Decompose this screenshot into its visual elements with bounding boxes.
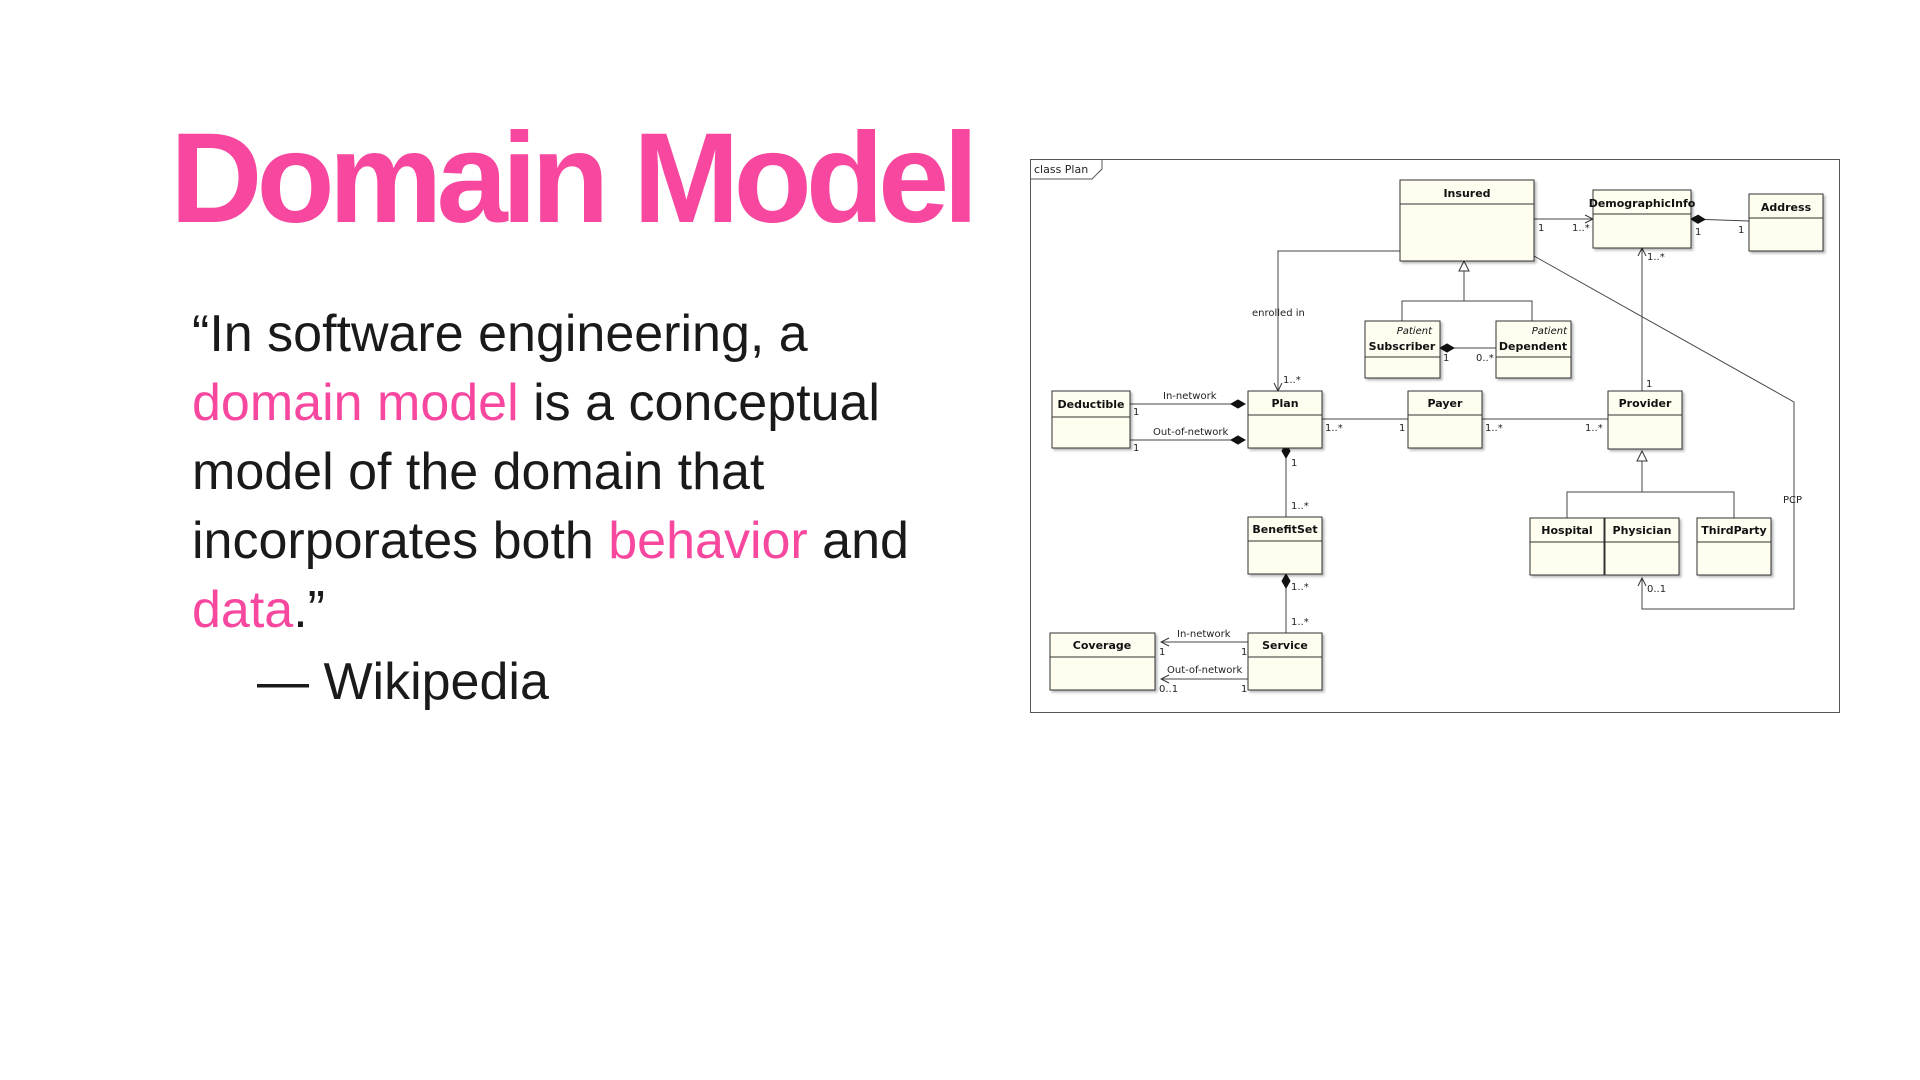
- label-enrolled-in: enrolled in: [1252, 308, 1305, 319]
- class-provider: [1607, 390, 1683, 450]
- label-out-network-deductible: Out-of-network: [1153, 427, 1228, 438]
- class-payer: [1407, 390, 1483, 449]
- class-plan-name: Plan: [1271, 397, 1298, 410]
- mult-bs-svc-2: 1..*: [1291, 617, 1309, 628]
- mult-ins-demo-2: 1..*: [1572, 223, 1590, 234]
- class-dependent-stereotype: Patient: [1532, 326, 1568, 337]
- class-benefitset-name: BenefitSet: [1252, 523, 1317, 536]
- class-deductible-name: Deductible: [1058, 398, 1125, 411]
- class-hospital-name: Hospital: [1541, 524, 1592, 537]
- class-dependent-name: Dependent: [1499, 340, 1567, 353]
- class-provider-name: Provider: [1619, 397, 1672, 410]
- mult-sub-dep-1: 1: [1443, 353, 1449, 364]
- mult-demo-addr-1: 1: [1695, 227, 1701, 238]
- open-quote: “: [192, 305, 210, 363]
- quote-text: “In software engineering, a domain model…: [192, 300, 972, 645]
- class-physician: [1604, 517, 1680, 576]
- mult-payer-prov-2: 1..*: [1585, 423, 1603, 434]
- mult-cov-out: 0..1: [1159, 684, 1178, 695]
- mult-ded-out: 1: [1133, 443, 1139, 454]
- label-in-network-coverage: In-network: [1177, 629, 1231, 640]
- label-out-network-coverage: Out-of-network: [1167, 665, 1242, 676]
- generalization-branch-insured: [1401, 300, 1533, 321]
- quote-part-3: and: [807, 512, 909, 570]
- mult-demo-prov-1: 1..*: [1647, 252, 1665, 263]
- class-coverage: [1049, 632, 1156, 691]
- frame-label: class Plan: [1034, 163, 1088, 176]
- mult-plan-enroll: 1..*: [1283, 375, 1301, 386]
- highlight-domain-model: domain model: [192, 374, 519, 432]
- highlight-data: data: [192, 581, 294, 639]
- class-hospital: [1529, 517, 1605, 576]
- class-thirdparty-name: ThirdParty: [1701, 524, 1766, 537]
- class-address: [1748, 193, 1824, 252]
- mult-svc-out: 1: [1241, 684, 1247, 695]
- mult-ded-in: 1: [1133, 407, 1139, 418]
- quote-part-1: In software engineering, a: [209, 305, 808, 363]
- class-thirdparty: [1696, 517, 1772, 576]
- mult-prov-demo-1: 1: [1646, 379, 1652, 390]
- class-service: [1247, 632, 1323, 691]
- frame-label-tab: [1030, 159, 1103, 180]
- mult-plan-bs-1: 1: [1291, 458, 1297, 469]
- quote-part-2: is a conceptual model of the domain that…: [192, 374, 880, 570]
- class-physician-name: Physician: [1613, 524, 1672, 537]
- class-payer-name: Payer: [1428, 397, 1463, 410]
- class-deductible: [1051, 390, 1131, 449]
- class-plan: [1247, 390, 1323, 449]
- mult-ins-demo-1: 1: [1538, 223, 1544, 234]
- quote-attribution: — Wikipedia: [257, 653, 549, 711]
- class-demographicinfo-name: DemographicInfo: [1589, 197, 1696, 210]
- mult-bs-svc-1: 1..*: [1291, 582, 1309, 593]
- mult-sub-dep-2: 0..*: [1476, 353, 1494, 364]
- label-pcp: PCP: [1783, 495, 1802, 506]
- uml-class-diagram: class Plan: [1030, 159, 1840, 713]
- generalization-branch-provider: [1566, 491, 1735, 518]
- label-in-network-deductible: In-network: [1163, 391, 1217, 402]
- class-address-name: Address: [1761, 201, 1812, 214]
- mult-demo-addr-2: 1: [1738, 225, 1744, 236]
- comp-demographic-address: [1689, 214, 1750, 224]
- mult-plan-payer-1: 1..*: [1325, 423, 1343, 434]
- class-dependent: [1495, 320, 1572, 379]
- assoc-enrolled-in: [1278, 250, 1400, 391]
- mult-plan-bs-2: 1..*: [1291, 501, 1309, 512]
- class-benefitset: [1247, 516, 1323, 575]
- mult-plan-payer-2: 1: [1399, 423, 1405, 434]
- mult-payer-prov-1: 1..*: [1485, 423, 1503, 434]
- highlight-behavior: behavior: [608, 512, 808, 570]
- class-subscriber-name: Subscriber: [1369, 340, 1436, 353]
- mult-svc-in: 1: [1241, 647, 1247, 658]
- class-insured-name: Insured: [1443, 187, 1490, 200]
- slide-title: Domain Model: [170, 107, 979, 250]
- class-insured: [1399, 179, 1535, 262]
- class-subscriber-stereotype: Patient: [1397, 326, 1433, 337]
- class-coverage-name: Coverage: [1073, 639, 1131, 652]
- mult-cov-in: 1: [1159, 647, 1165, 658]
- class-demographicinfo: [1592, 189, 1692, 249]
- mult-pcp: 0..1: [1647, 584, 1666, 595]
- class-service-name: Service: [1262, 639, 1308, 652]
- quote-close: .”: [293, 581, 325, 639]
- class-subscriber: [1364, 320, 1441, 379]
- assoc-pcp: [1533, 255, 1795, 610]
